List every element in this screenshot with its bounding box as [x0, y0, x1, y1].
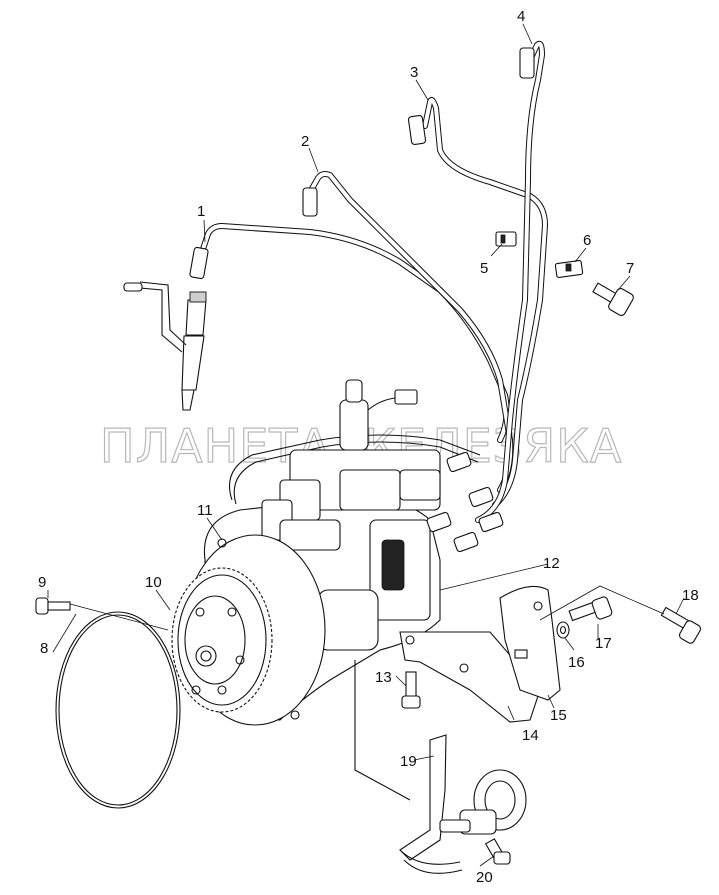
callout-19: 19 [400, 753, 417, 770]
callout-9: 9 [38, 574, 46, 591]
callout-11: 11 [197, 502, 213, 519]
support-bolt [539, 585, 702, 644]
bracket-bolt [568, 596, 613, 622]
part-callouts: 1 2 3 4 5 6 7 8 9 10 11 12 13 14 15 16 1… [38, 8, 699, 886]
callout-8: 8 [40, 640, 48, 657]
injector-nozzle [123, 246, 209, 411]
fuel-lines [197, 40, 548, 523]
actuator [399, 769, 527, 874]
callout-13: 13 [375, 669, 392, 686]
pipe-clamp [495, 231, 584, 279]
o-ring [55, 611, 181, 809]
callout-20: 20 [476, 869, 493, 886]
lower-bracket-bolt [401, 671, 421, 709]
pump-support-bracket [399, 631, 541, 723]
callout-1: 1 [197, 203, 205, 220]
callout-3: 3 [410, 64, 418, 81]
callout-10: 10 [145, 574, 162, 591]
callout-14: 14 [522, 727, 539, 744]
callout-6: 6 [583, 232, 591, 249]
clamp-bolt [592, 282, 634, 316]
callout-16: 16 [568, 654, 585, 671]
flange-bolt [35, 597, 169, 631]
callout-15: 15 [550, 707, 567, 724]
actuator-bolt [484, 838, 511, 865]
callout-12: 12 [543, 555, 560, 572]
mounting-bracket [499, 585, 561, 701]
leader-lines [47, 23, 685, 867]
callout-2: 2 [301, 133, 309, 150]
callout-7: 7 [626, 260, 634, 277]
washer [556, 621, 570, 639]
callout-17: 17 [595, 635, 612, 652]
callout-18: 18 [682, 587, 699, 604]
line-fittings [302, 47, 535, 217]
drive-gear [171, 567, 273, 713]
callout-5: 5 [480, 260, 488, 277]
stop-lever-bracket [354, 660, 447, 861]
callout-4: 4 [517, 8, 525, 25]
